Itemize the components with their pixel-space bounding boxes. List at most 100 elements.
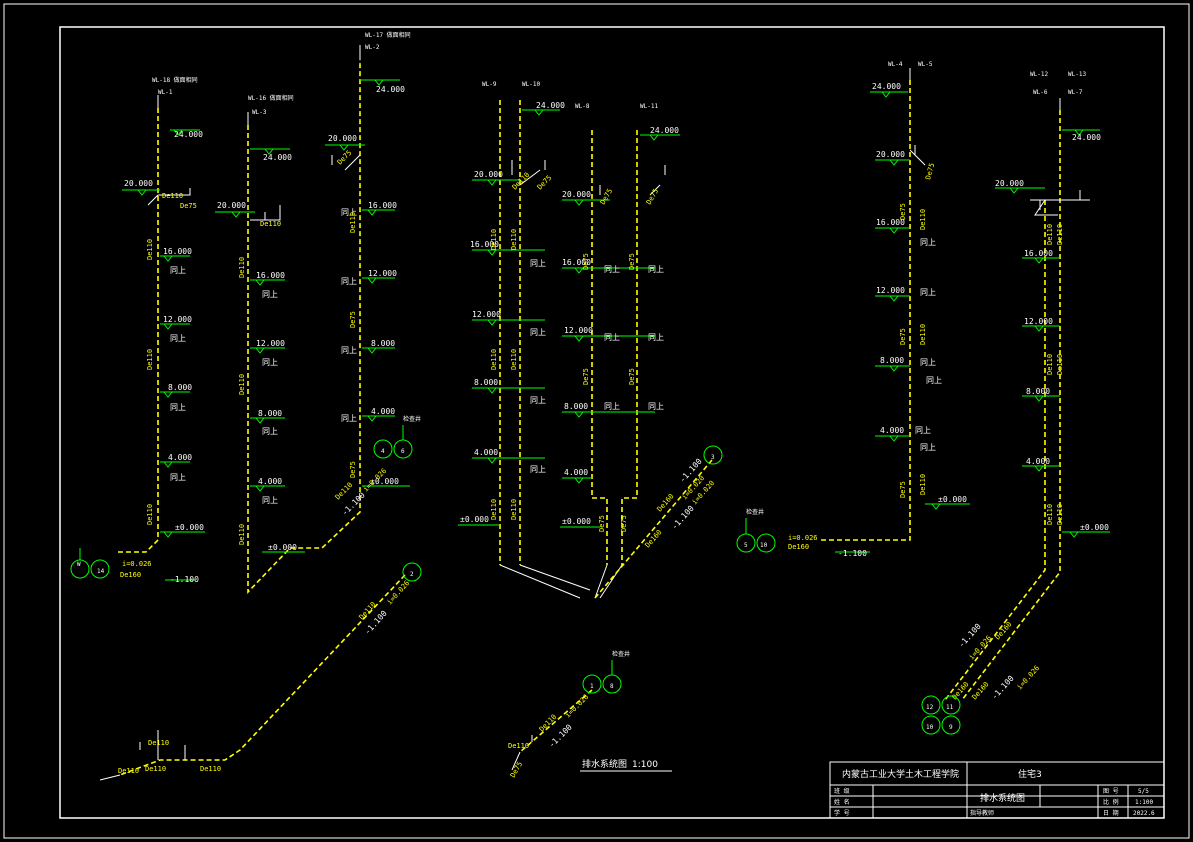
svg-text:6: 6: [401, 448, 405, 455]
level-text: 4.000: [1026, 457, 1050, 466]
svg-text:12: 12: [926, 704, 934, 711]
pipe-label: De75: [924, 162, 936, 180]
riser-label: WL-12: [1030, 71, 1048, 78]
system-wl1: 24.000 WL-18 做面相同 WL-1 20.000 De110 De75…: [70, 76, 205, 584]
riser-label: WL-13: [1068, 71, 1086, 78]
pipe-label: De110: [1046, 504, 1054, 525]
level-text: 24.000: [536, 101, 565, 110]
outlet-text: 检查井: [403, 415, 421, 423]
pipe-label: De110: [1046, 354, 1054, 375]
pipe-label: De75: [645, 187, 660, 206]
pipe-label: De75: [899, 203, 907, 220]
riser-label: WL-11: [640, 103, 658, 110]
svg-text:14: 14: [97, 568, 105, 575]
outlet-w: W: [77, 561, 81, 568]
level-text: 24.000: [650, 126, 679, 135]
sheet-no: 5/5: [1138, 788, 1149, 795]
same-above: 同上: [530, 396, 546, 405]
svg-text:10: 10: [760, 542, 768, 549]
pipe-label: De110: [510, 229, 518, 250]
svg-text:3: 3: [711, 454, 715, 461]
level-text: 20.000: [328, 134, 357, 143]
riser-label: WL-7: [1068, 89, 1083, 96]
pipe-label: De160: [994, 620, 1014, 641]
level-text: 4.000: [880, 426, 904, 435]
same-above: 同上: [915, 426, 931, 435]
pipe-label: De110: [1056, 224, 1064, 245]
pipe-label: De75: [582, 368, 590, 385]
level-text: 12.000: [368, 269, 397, 278]
row-class: 班 级: [834, 787, 850, 795]
pipe-label: De110: [146, 349, 154, 370]
pipe-label: De110: [919, 209, 927, 230]
drawing-title: 排水系统图: [582, 758, 627, 770]
level-text: 20.000: [562, 190, 591, 199]
riser-label: WL-4: [888, 61, 903, 68]
outlet-symbol: [756, 533, 776, 553]
same-above: 同上: [341, 208, 357, 217]
level-text: ±0.000: [562, 517, 591, 526]
inner-border: [59, 26, 1165, 819]
level-text: 8.000: [474, 378, 498, 387]
level-text: 12.000: [876, 286, 905, 295]
level-text: 12.000: [472, 310, 501, 319]
pipe-label: De110: [490, 349, 498, 370]
pipe-label: De110: [118, 767, 139, 775]
title-block: [829, 761, 1165, 819]
riser-label: WL-1: [158, 89, 173, 96]
outlet-symbol: [941, 695, 961, 715]
riser-label: WL-16 做面相同: [248, 94, 294, 102]
outlet-symbol: [941, 715, 961, 735]
pipe-label: De110: [1056, 504, 1064, 525]
level-text: ±0.000: [370, 477, 399, 486]
system-wl6-7: WL-12 WL-13 WL-6 WL-7 24.000 20.000 16.0…: [921, 71, 1110, 735]
same-above: 同上: [262, 358, 278, 367]
same-above: 同上: [530, 259, 546, 268]
level-text: 12.000: [564, 326, 593, 335]
pipe-label: De75: [599, 187, 614, 206]
slope-label: i=0.026: [788, 534, 818, 542]
level-text: 8.000: [258, 409, 282, 418]
level-text: -1.100: [838, 549, 867, 558]
level-text: 8.000: [564, 402, 588, 411]
pipe-label: De110: [511, 171, 532, 192]
same-above: 同上: [648, 402, 664, 411]
date-label: 日 期: [1103, 809, 1119, 817]
level-text: 12.000: [163, 315, 192, 324]
level-text: 16.000: [163, 247, 192, 256]
level-text: 16.000: [1024, 249, 1053, 258]
same-above: 同上: [920, 358, 936, 367]
drawing-name: 排水系统图: [980, 792, 1025, 804]
same-above: 同上: [648, 333, 664, 342]
pipe-label: De75: [899, 328, 907, 345]
level-text: 20.000: [124, 179, 153, 188]
outlet-pipe-wl1: De110 De110 De110 De110 De110 -1.100 i=0…: [99, 562, 422, 781]
pipe-label: De75: [628, 368, 636, 385]
same-above: 同上: [920, 443, 936, 452]
svg-text:11: 11: [946, 704, 954, 711]
level-text: 8.000: [371, 339, 395, 348]
pipe-label: De110: [200, 765, 221, 773]
same-above: 同上: [341, 414, 357, 423]
pipe-label: De160: [644, 528, 664, 549]
level-text: 16.000: [562, 258, 591, 267]
svg-text:2: 2: [410, 571, 414, 578]
level-text: 16.000: [876, 218, 905, 227]
outlet-text: 检查井: [612, 650, 630, 658]
pipe-label: De75: [620, 515, 628, 532]
level-text: 16.000: [470, 240, 499, 249]
pipe-label: De75: [509, 760, 524, 779]
level-text: 24.000: [263, 153, 292, 162]
level-text: 4.000: [474, 448, 498, 457]
scale-label: 比 例: [1103, 798, 1119, 806]
same-above: 同上: [262, 290, 278, 299]
pipe-label: De160: [951, 680, 971, 701]
level-text: ±0.000: [268, 543, 297, 552]
level-text: 8.000: [880, 356, 904, 365]
same-above: 同上: [648, 265, 664, 274]
riser-label: WL-9: [482, 81, 497, 88]
pipe-label: De160: [120, 571, 141, 579]
pipe-label: De75: [180, 202, 197, 210]
outlet-symbol: [582, 674, 602, 694]
drawing-scale: 1:100: [632, 760, 658, 770]
